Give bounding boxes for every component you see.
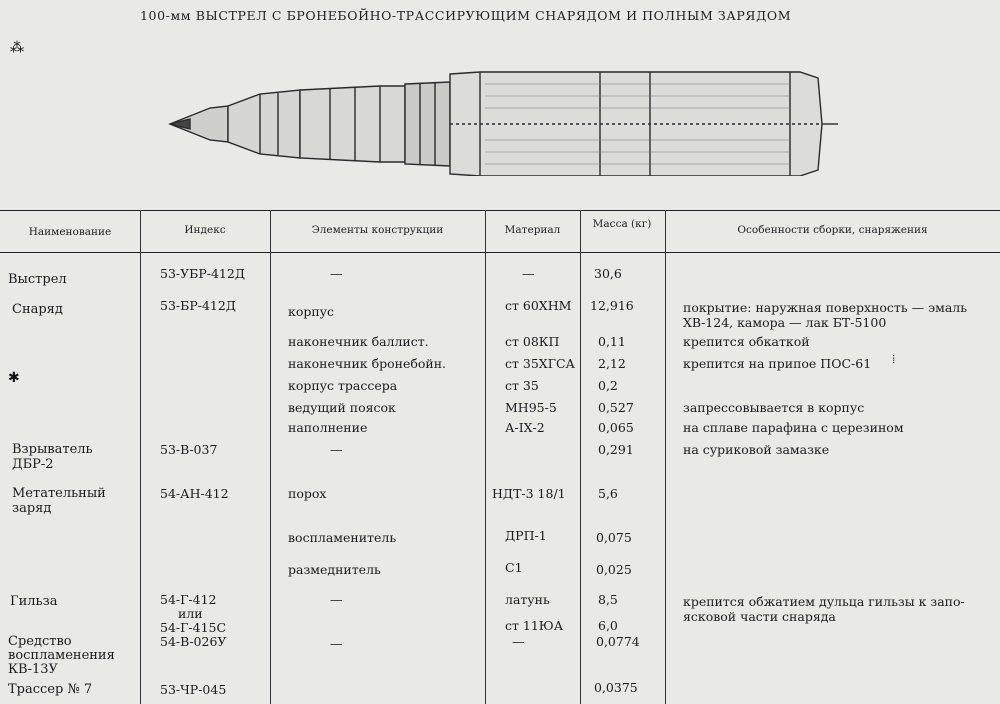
row-mass: 0,291 — [598, 442, 634, 457]
specification-table: Наименование Индекс Элементы конструкции… — [0, 210, 1000, 704]
column-divider — [140, 210, 141, 704]
row-material: ст 60ХНМ — [505, 298, 572, 313]
row-name: воспламенения — [8, 648, 115, 663]
row-mass: 5,6 — [598, 486, 618, 501]
row-material: С1 — [505, 560, 523, 575]
row-mass: 12,916 — [590, 298, 634, 313]
row-mass: 0,2 — [598, 378, 618, 393]
row-material: А-IХ-2 — [505, 420, 545, 435]
row-element: ведущий поясок — [288, 400, 396, 415]
row-mass: 0,065 — [598, 420, 634, 435]
row-index: 53-УБР-412Д — [160, 266, 246, 281]
column-divider — [580, 210, 581, 704]
row-element: — — [330, 592, 343, 607]
row-name: Взрыватель — [12, 442, 93, 457]
row-element: воспламенитель — [288, 530, 397, 545]
row-element: размеднитель — [288, 562, 381, 577]
row-material: ст 35 — [505, 378, 539, 393]
row-mass: 6,0 — [598, 618, 618, 633]
header-name: Наименование — [28, 226, 112, 238]
header-divider — [0, 252, 1000, 253]
row-material: ст 08КП — [505, 334, 560, 349]
row-element: наконечник баллист. — [288, 334, 429, 349]
row-name: Снаряд — [12, 302, 63, 317]
row-material: ДРП-1 — [505, 528, 547, 543]
row-mass: 0,11 — [598, 334, 626, 349]
row-mass: 2,12 — [598, 356, 626, 371]
row-material: — — [522, 266, 535, 281]
row-element: наполнение — [288, 420, 368, 435]
row-mass: 0,075 — [596, 530, 632, 545]
row-mass: 0,025 — [596, 562, 632, 577]
row-index: 54-АН-412 — [160, 486, 229, 501]
row-index: 54-Г-415С — [160, 620, 227, 635]
scan-speck: ⁂ — [10, 40, 24, 56]
row-element: — — [330, 636, 343, 651]
row-name: Метательный — [12, 486, 106, 501]
row-element: корпус — [288, 304, 335, 319]
row-note: крепится обжатием дульца гильзы к запо- — [683, 594, 965, 609]
table-border-top — [0, 210, 1000, 211]
row-material: латунь — [505, 592, 550, 607]
row-name: Трассер № 7 — [8, 682, 93, 697]
row-element: наконечник бронебойн. — [288, 356, 447, 371]
row-index: 54-В-026У — [160, 634, 227, 649]
row-note: покрытие: наружная поверхность — эмаль — [683, 300, 968, 315]
column-divider — [270, 210, 271, 704]
document-title: 100-мм ВЫСТРЕЛ С БРОНЕБОЙНО-ТРАССИРУЮЩИМ… — [140, 8, 792, 23]
header-material: Материал — [504, 224, 561, 236]
row-name: Выстрел — [8, 272, 67, 287]
header-elements: Элементы конструкции — [311, 224, 444, 236]
row-element: — — [330, 266, 343, 281]
header-notes: Особенности сборки, снаряжения — [737, 224, 928, 236]
row-material: ст 35ХГСА — [505, 356, 576, 371]
row-index-or: или — [178, 606, 203, 621]
row-index: 53-БР-412Д — [160, 298, 236, 313]
row-name: ДБР-2 — [12, 457, 54, 472]
row-name: Гильза — [10, 594, 58, 609]
row-note: ХВ-124, камора — лак БТ-5100 — [683, 315, 887, 330]
row-note: крепится обкаткой — [683, 334, 810, 349]
scan-speck: ⁞ — [892, 352, 896, 366]
row-name: КВ-13У — [8, 662, 58, 677]
row-mass: 0,527 — [598, 400, 634, 415]
row-mass: 30,6 — [594, 266, 622, 281]
header-mass: Масса (кг) — [592, 218, 652, 230]
row-material: НДТ-3 18/1 — [492, 486, 566, 501]
row-material: — — [512, 634, 525, 649]
row-index: 53-В-037 — [160, 442, 218, 457]
row-note: ясковой части снаряда — [683, 609, 836, 624]
row-index: 53-ЧР-045 — [160, 682, 227, 697]
row-name: заряд — [12, 501, 52, 516]
row-material: МН95-5 — [505, 400, 557, 415]
column-divider — [665, 210, 666, 704]
row-note: запрессовывается в корпус — [683, 400, 865, 415]
row-note: на суриковой замазке — [683, 442, 830, 457]
row-material: ст 11ЮА — [505, 618, 564, 633]
row-index: 54-Г-412 — [160, 592, 217, 607]
row-mass: 0,0375 — [594, 680, 638, 695]
row-note: на сплаве парафина с церезином — [683, 420, 904, 435]
row-mass: 8,5 — [598, 592, 618, 607]
scan-speck: ✱ — [8, 370, 20, 386]
row-element: — — [330, 442, 343, 457]
header-index: Индекс — [184, 224, 226, 236]
column-divider — [485, 210, 486, 704]
row-mass: 0,0774 — [596, 634, 640, 649]
row-element: корпус трассера — [288, 378, 398, 393]
row-name: Средство — [8, 634, 72, 649]
shell-drawing — [168, 71, 838, 176]
row-element: порох — [288, 486, 327, 501]
row-note: крепится на припое ПОС-61 — [683, 356, 872, 371]
